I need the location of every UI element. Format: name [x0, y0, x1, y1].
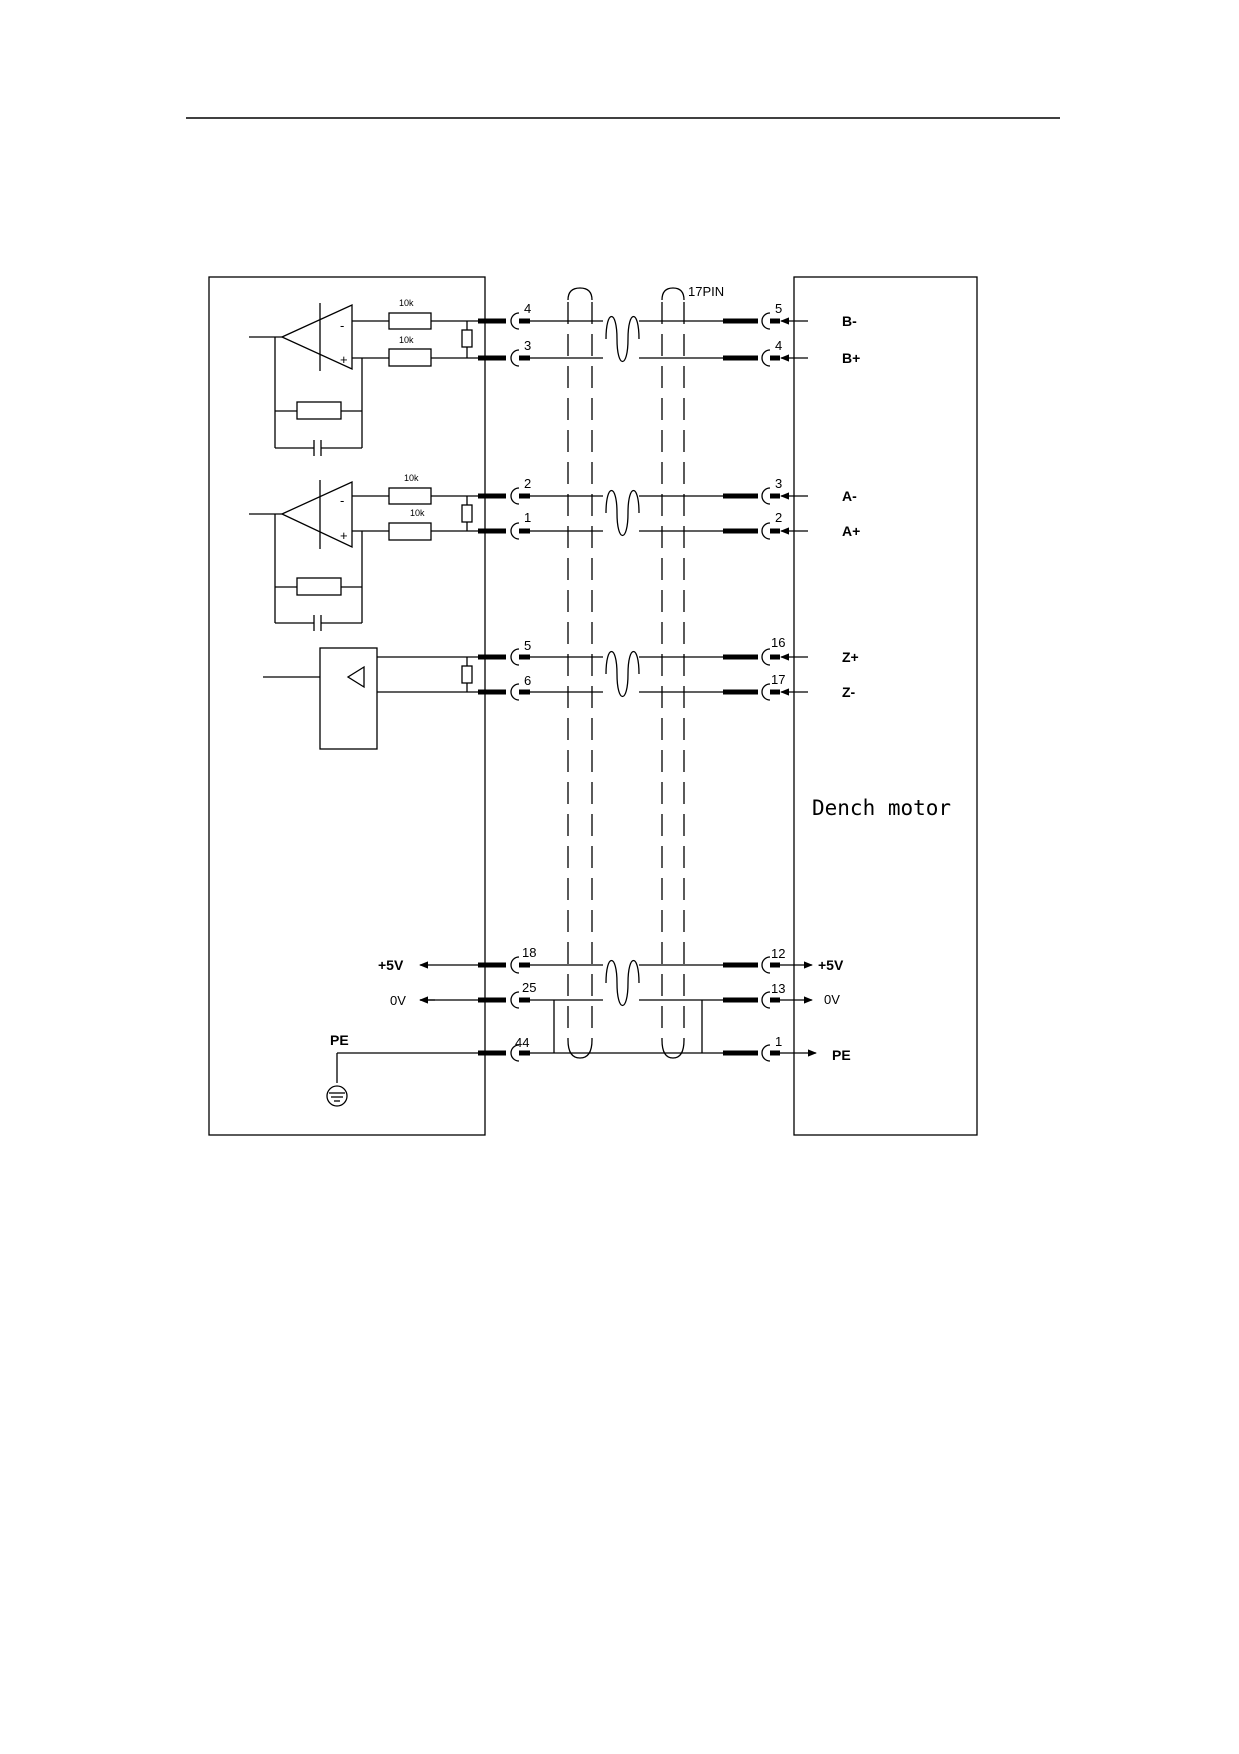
svg-text:25: 25 — [522, 980, 536, 995]
channel-a: 10k 10k - + 2 1 3 2 A- A+ — [249, 473, 860, 631]
svg-text:2: 2 — [775, 510, 782, 525]
svg-text:6: 6 — [524, 673, 531, 688]
drive-box — [208, 276, 486, 1136]
cable-label: 17PIN — [688, 284, 724, 299]
svg-text:PE: PE — [832, 1047, 851, 1063]
svg-text:3: 3 — [775, 476, 782, 491]
svg-text:18: 18 — [522, 945, 536, 960]
svg-text:Z+: Z+ — [842, 649, 859, 665]
svg-text:17: 17 — [771, 672, 785, 687]
channel-b: 10k 10k - + 4 3 5 4 B- B+ — [249, 298, 860, 456]
svg-text:10k: 10k — [410, 508, 425, 518]
svg-text:10k: 10k — [399, 298, 414, 308]
svg-text:+: + — [340, 352, 348, 367]
svg-text:10k: 10k — [404, 473, 419, 483]
svg-text:5: 5 — [775, 301, 782, 316]
svg-text:10k: 10k — [399, 335, 414, 345]
svg-text:-: - — [340, 318, 344, 333]
svg-text:0V: 0V — [390, 993, 406, 1008]
cable-shield — [567, 287, 685, 1059]
svg-text:B+: B+ — [842, 350, 860, 366]
svg-text:+: + — [340, 528, 348, 543]
svg-text:12: 12 — [771, 946, 785, 961]
svg-text:A-: A- — [842, 488, 857, 504]
svg-text:PE: PE — [330, 1032, 349, 1048]
svg-text:1: 1 — [524, 510, 531, 525]
svg-text:+5V: +5V — [818, 957, 844, 973]
svg-text:3: 3 — [524, 338, 531, 353]
power-section: 18 25 44 12 13 1 +5V 0V PE +5V 0V PE — [326, 945, 851, 1107]
svg-text:1: 1 — [775, 1034, 782, 1049]
svg-text:Z-: Z- — [842, 684, 856, 700]
svg-text:44: 44 — [515, 1035, 529, 1050]
motor-box — [793, 276, 978, 1136]
svg-text:-: - — [340, 493, 344, 508]
svg-text:0V: 0V — [824, 992, 840, 1007]
svg-text:A+: A+ — [842, 523, 860, 539]
svg-text:16: 16 — [771, 635, 785, 650]
ground-icon — [326, 1085, 348, 1107]
svg-text:5: 5 — [524, 638, 531, 653]
svg-text:+5V: +5V — [378, 957, 404, 973]
svg-text:13: 13 — [771, 981, 785, 996]
svg-text:B-: B- — [842, 313, 857, 329]
channel-z: 5 6 16 17 Z+ Z- — [263, 635, 859, 750]
svg-text:4: 4 — [524, 301, 531, 316]
motor-label: Dench motor — [812, 796, 951, 820]
svg-text:4: 4 — [775, 338, 782, 353]
svg-text:2: 2 — [524, 476, 531, 491]
